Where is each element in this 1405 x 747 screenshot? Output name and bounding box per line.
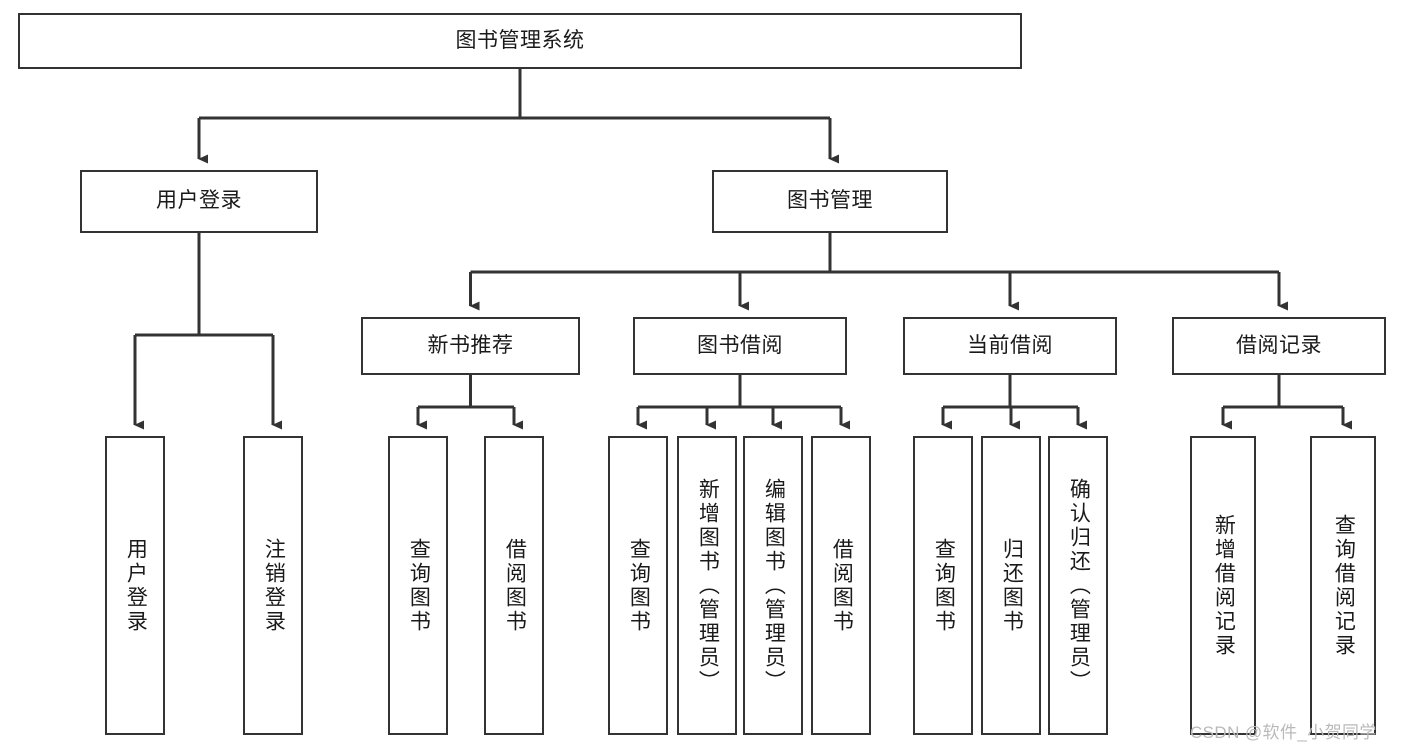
node-leaf-query-record[interactable]: 查询借阅记录 <box>1310 436 1376 735</box>
node-label: 归还图书 <box>1000 537 1024 634</box>
node-leaf-logout[interactable]: 注销登录 <box>243 436 303 735</box>
node-label: 查询图书 <box>627 537 651 634</box>
node-label: 当前借阅 <box>967 333 1053 357</box>
node-leaf-return-book[interactable]: 归还图书 <box>981 436 1041 735</box>
node-leaf-query-book-3[interactable]: 查询图书 <box>913 436 973 735</box>
node-label: 编辑图书（管理员） <box>762 477 786 694</box>
node-label: 查询借阅记录 <box>1332 513 1356 658</box>
node-leaf-edit-book[interactable]: 编辑图书（管理员） <box>743 436 803 735</box>
node-label: 新增图书（管理员） <box>696 477 720 694</box>
node-root[interactable]: 图书管理系统 <box>18 13 1022 69</box>
node-label: 借阅记录 <box>1236 333 1322 357</box>
node-leaf-add-book[interactable]: 新增图书（管理员） <box>677 436 737 735</box>
node-leaf-query-book-1[interactable]: 查询图书 <box>388 436 448 735</box>
node-label: 新书推荐 <box>427 333 514 357</box>
node-label: 借阅图书 <box>830 537 854 634</box>
node-leaf-add-record[interactable]: 新增借阅记录 <box>1190 436 1256 735</box>
node-label: 图书借阅 <box>697 333 783 357</box>
node-label: 查询图书 <box>407 537 431 634</box>
node-leaf-confirm-return[interactable]: 确认归还（管理员） <box>1048 436 1108 735</box>
node-leaf-borrow-book-2[interactable]: 借阅图书 <box>811 436 871 735</box>
node-label: 确认归还（管理员） <box>1067 477 1091 694</box>
node-label: 查询图书 <box>932 537 956 634</box>
node-leaf-borrow-book-1[interactable]: 借阅图书 <box>484 436 544 735</box>
node-label: 图书管理 <box>787 189 873 213</box>
node-label: 用户登录 <box>124 537 148 634</box>
node-label: 注销登录 <box>262 537 286 634</box>
node-label: 用户登录 <box>156 189 242 213</box>
node-book-borrow[interactable]: 图书借阅 <box>633 317 847 375</box>
node-label: 图书管理系统 <box>455 28 585 52</box>
node-leaf-user-login[interactable]: 用户登录 <box>105 436 165 735</box>
node-label: 借阅图书 <box>503 537 527 634</box>
node-borrow-record[interactable]: 借阅记录 <box>1172 317 1386 375</box>
node-label: 新增借阅记录 <box>1212 513 1236 658</box>
connector-lines <box>133 69 1352 430</box>
node-leaf-query-book-2[interactable]: 查询图书 <box>608 436 668 735</box>
node-current-borrow[interactable]: 当前借阅 <box>903 317 1117 375</box>
node-new-book-rec[interactable]: 新书推荐 <box>361 317 580 375</box>
node-user-login[interactable]: 用户登录 <box>80 170 318 233</box>
node-book-manage[interactable]: 图书管理 <box>712 170 948 233</box>
